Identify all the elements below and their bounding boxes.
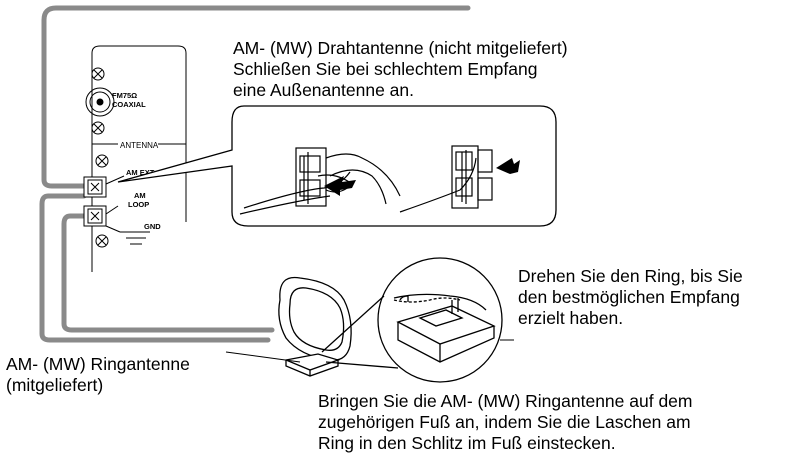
- rotate-ring-caption-line: den bestmöglichen Empfang: [518, 287, 740, 307]
- release-arrow-icon: [496, 158, 520, 174]
- antenna-leads: [39, 5, 471, 343]
- am-ext-terminal: [83, 176, 107, 198]
- loop-antenna-caption-line: (mitgeliefert): [6, 375, 104, 395]
- wire-connection-callout: [117, 105, 557, 227]
- loop-wire-inner: [61, 213, 275, 333]
- am-loop-terminal: [83, 205, 107, 227]
- insert-arrow-icon: [324, 176, 356, 196]
- am-ext-label: AM EXT: [126, 168, 155, 177]
- loop-antenna-caption-line: AM- (MW) Ringantenne: [6, 354, 190, 374]
- antenna-section-label: ANTENNA: [120, 141, 159, 150]
- fm-coaxial-jack-icon: [85, 87, 115, 117]
- rotate-ring-caption-line: erzielt haben.: [518, 308, 624, 328]
- loop-antenna-caption: AM- (MW) Ringantenne (mitgeliefert): [6, 354, 190, 396]
- am-loop-label-line1: AM: [134, 191, 146, 200]
- clamped-wire-step: [399, 145, 493, 213]
- coaxial-label: COAXIAL: [112, 100, 146, 109]
- wire-antenna-caption-line: AM- (MW) Drahtantenne (nicht mitgeliefer…: [233, 38, 568, 58]
- attach-base-caption: Bringen Sie die AM- (MW) Ringantenne auf…: [318, 391, 692, 454]
- attach-base-caption-line: Ring in den Schlitz im Fuß einstecken.: [318, 433, 616, 453]
- caption-leaders: [225, 339, 514, 363]
- rotate-ring-caption-line: Drehen Sie den Ring, bis Sie: [518, 266, 743, 286]
- gnd-label: GND: [144, 222, 161, 231]
- screw-icon: [95, 234, 109, 248]
- wire-antenna-caption: AM- (MW) Drahtantenne (nicht mitgeliefer…: [233, 38, 568, 101]
- attach-base-caption-line: Bringen Sie die AM- (MW) Ringantenne auf…: [318, 391, 693, 411]
- screw-icon: [91, 67, 105, 81]
- wire-antenna-caption-line: eine Außenantenne an.: [233, 80, 414, 100]
- fm-label: FM75Ω: [112, 91, 137, 100]
- wire-antenna-caption-line: Schließen Sie bei schlechtem Empfang: [233, 59, 538, 79]
- loop-wire-outer: [39, 193, 271, 343]
- am-loop-label-line2: LOOP: [128, 200, 149, 209]
- loop-base-magnifier: [321, 257, 503, 383]
- screw-icon: [95, 154, 109, 168]
- ground-symbol-icon: [120, 231, 150, 245]
- rotate-ring-caption: Drehen Sie den Ring, bis Sie den bestmög…: [518, 266, 743, 329]
- rear-panel: [83, 45, 187, 272]
- am-loop-antenna: [278, 276, 352, 377]
- insert-wire-step: [239, 147, 401, 215]
- attach-base-caption-line: zugehörigen Fuß an, indem Sie die Lasche…: [318, 412, 691, 432]
- am-ext-wire: [41, 5, 471, 189]
- screw-icon: [91, 121, 105, 135]
